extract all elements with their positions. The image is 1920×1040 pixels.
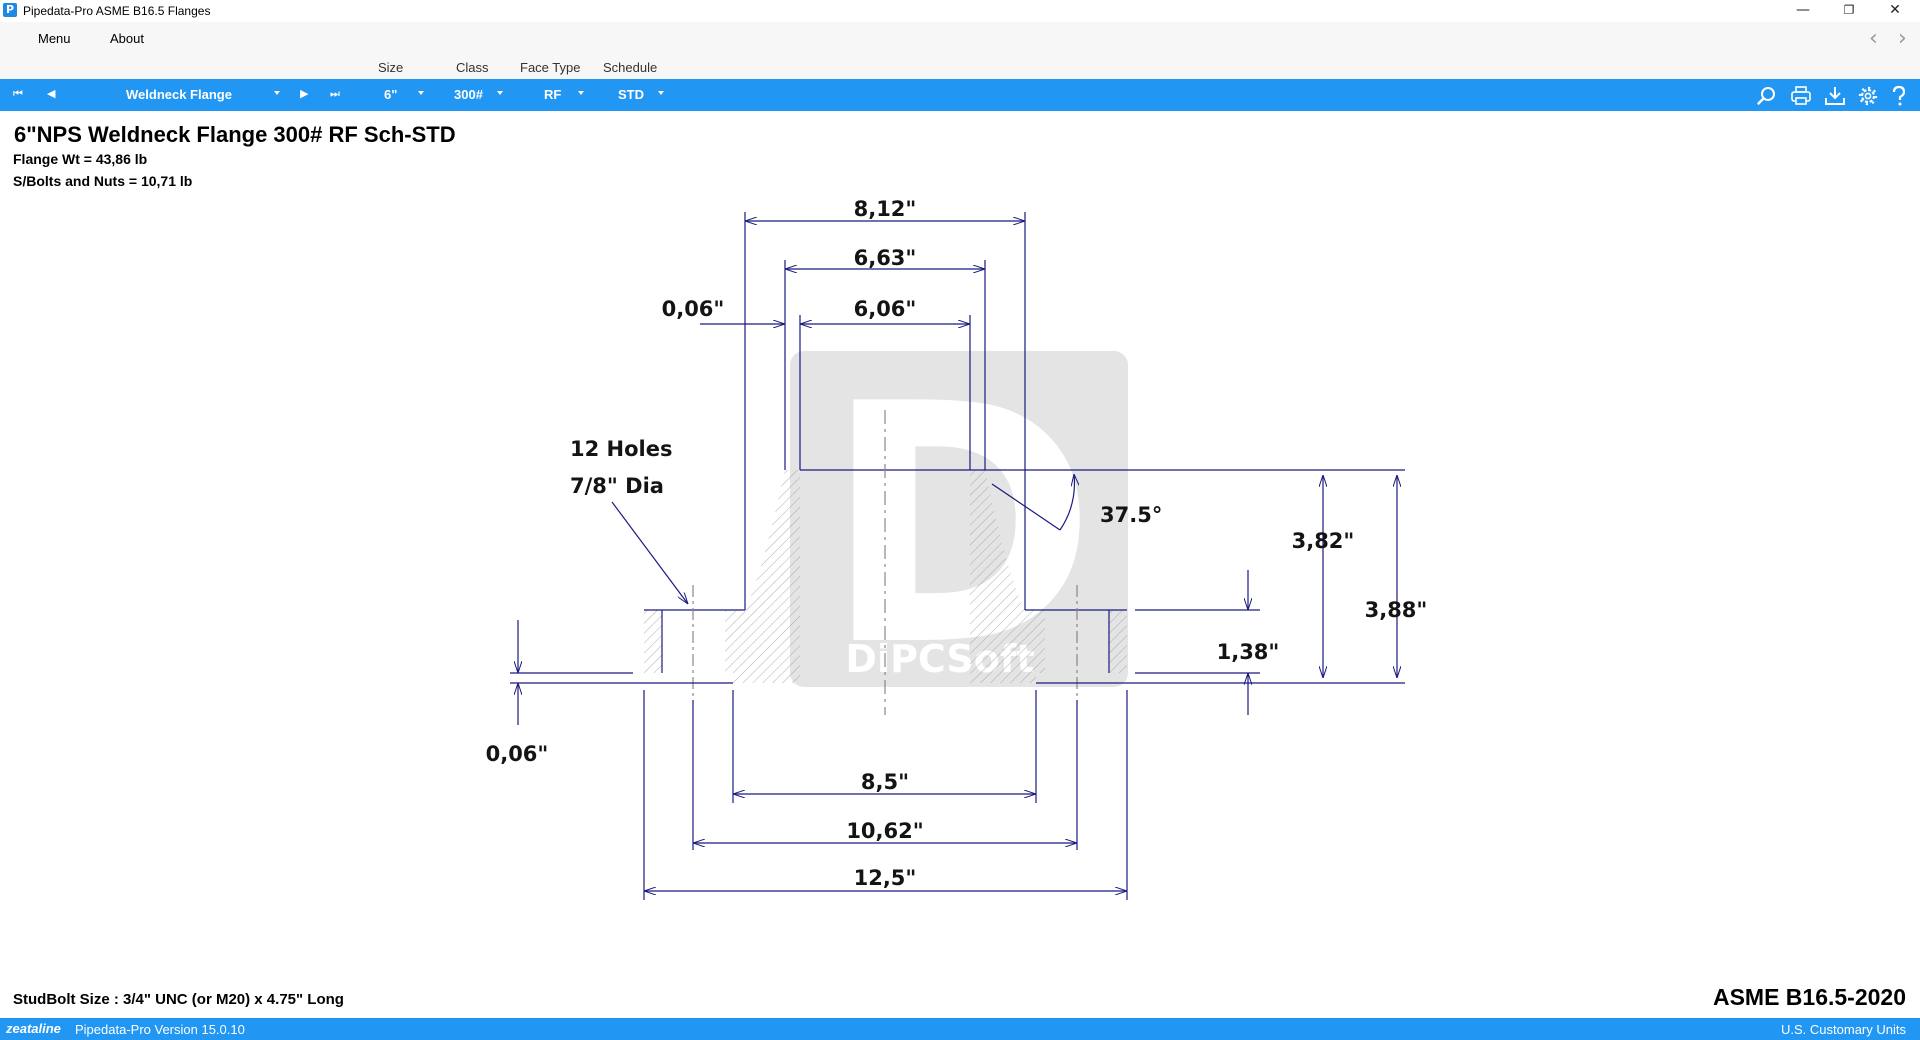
class-select[interactable]: 300# xyxy=(454,87,483,102)
search-icon[interactable] xyxy=(1756,85,1778,107)
dim-bolt-circle: 10,62" xyxy=(846,819,923,843)
dim-hub-end: 6,63" xyxy=(854,246,917,270)
face-type-caret-icon xyxy=(578,91,584,95)
back-arrow-icon[interactable]: ‹ xyxy=(1869,26,1878,51)
angle-arc xyxy=(1059,474,1074,531)
dim-bore-step: 0,06" xyxy=(662,297,725,321)
dim-raised-face-height: 0,06" xyxy=(486,742,549,766)
face-type-label: Face Type xyxy=(520,60,581,75)
right-hub-section xyxy=(970,470,1045,683)
forward-arrow-icon[interactable]: › xyxy=(1898,26,1907,51)
last-record-icon[interactable]: ⏭ xyxy=(330,87,340,100)
status-bar: zeataline Pipedata-Pro Version 15.0.10 U… xyxy=(0,1018,1920,1040)
schedule-label: Schedule xyxy=(603,60,658,75)
angle-leader xyxy=(991,483,1061,531)
menu-item-about[interactable]: About xyxy=(110,31,144,46)
selector-labels: Size Class Face Type Schedule xyxy=(0,54,1920,79)
bolts-weight: S/Bolts and Nuts = 10,71 lb xyxy=(13,173,193,189)
help-icon[interactable] xyxy=(1888,85,1910,107)
left-flange-edge xyxy=(644,610,662,673)
maximize-button[interactable]: ❐ xyxy=(1843,3,1855,17)
dim-outside: 12,5" xyxy=(854,866,917,890)
menu-bar: Menu About ‹ › xyxy=(0,22,1920,54)
holes-leader xyxy=(611,501,688,604)
watermark-mark: D xyxy=(823,334,1097,718)
holes-count: 12 Holes xyxy=(570,437,672,461)
dim-thickness: 1,38" xyxy=(1217,640,1280,664)
schedule-caret-icon xyxy=(658,91,664,95)
page-title: 6"NPS Weldneck Flange 300# RF Sch-STD xyxy=(14,122,456,147)
download-icon[interactable] xyxy=(1824,85,1846,107)
window-title: Pipedata-Pro ASME B16.5 Flanges xyxy=(23,4,211,18)
close-button[interactable]: ✕ xyxy=(1889,2,1901,18)
title-bar: P Pipedata-Pro ASME B16.5 Flanges — ❐ ✕ xyxy=(0,0,1920,22)
app-logo-icon: P xyxy=(3,3,17,17)
previous-record-icon[interactable]: ◀ xyxy=(47,87,56,100)
holes-diameter: 7/8" Dia xyxy=(570,474,664,498)
zeataline-logo: zeataline xyxy=(6,1021,61,1036)
right-flange-edge xyxy=(1109,610,1127,673)
dim-hub-height: 3,82" xyxy=(1292,529,1355,553)
class-caret-icon xyxy=(497,91,503,95)
size-select[interactable]: 6" xyxy=(384,87,398,102)
watermark-box xyxy=(790,351,1128,687)
size-caret-icon xyxy=(418,91,424,95)
bevel-angle: 37.5° xyxy=(1100,503,1162,527)
dim-bore: 6,06" xyxy=(854,297,917,321)
flange-type-caret-icon xyxy=(274,91,280,95)
face-type-select[interactable]: RF xyxy=(544,87,562,102)
dim-raised-face: 8,5" xyxy=(861,770,909,794)
toolbar: ⏮ ◀ Weldneck Flange ▶ ⏭ 6" 300# RF STD xyxy=(0,79,1920,111)
class-label: Class xyxy=(456,60,489,75)
standard-label: ASME B16.5-2020 xyxy=(1712,984,1906,1010)
next-record-icon[interactable]: ▶ xyxy=(300,87,309,100)
left-hub-section xyxy=(725,470,800,683)
print-icon[interactable] xyxy=(1790,85,1812,107)
gear-icon[interactable] xyxy=(1857,85,1879,107)
watermark-logo: D DiPCSoft xyxy=(790,334,1128,718)
minimize-button[interactable]: — xyxy=(1796,2,1810,18)
first-record-icon[interactable]: ⏮ xyxy=(13,87,23,100)
size-label: Size xyxy=(378,60,404,75)
studbolt-size: StudBolt Size : 3/4" UNC (or M20) x 4.75… xyxy=(13,991,344,1008)
version-text: Pipedata-Pro Version 15.0.10 xyxy=(75,1022,245,1037)
menu-item-menu[interactable]: Menu xyxy=(38,31,71,46)
dim-outer-hub: 8,12" xyxy=(854,197,917,221)
dim-total-height: 3,88" xyxy=(1365,598,1428,622)
units-text[interactable]: U.S. Customary Units xyxy=(1781,1022,1906,1037)
flange-weight: Flange Wt = 43,86 lb xyxy=(13,151,148,167)
schedule-select[interactable]: STD xyxy=(618,87,644,102)
flange-type-select[interactable]: Weldneck Flange xyxy=(126,87,232,102)
